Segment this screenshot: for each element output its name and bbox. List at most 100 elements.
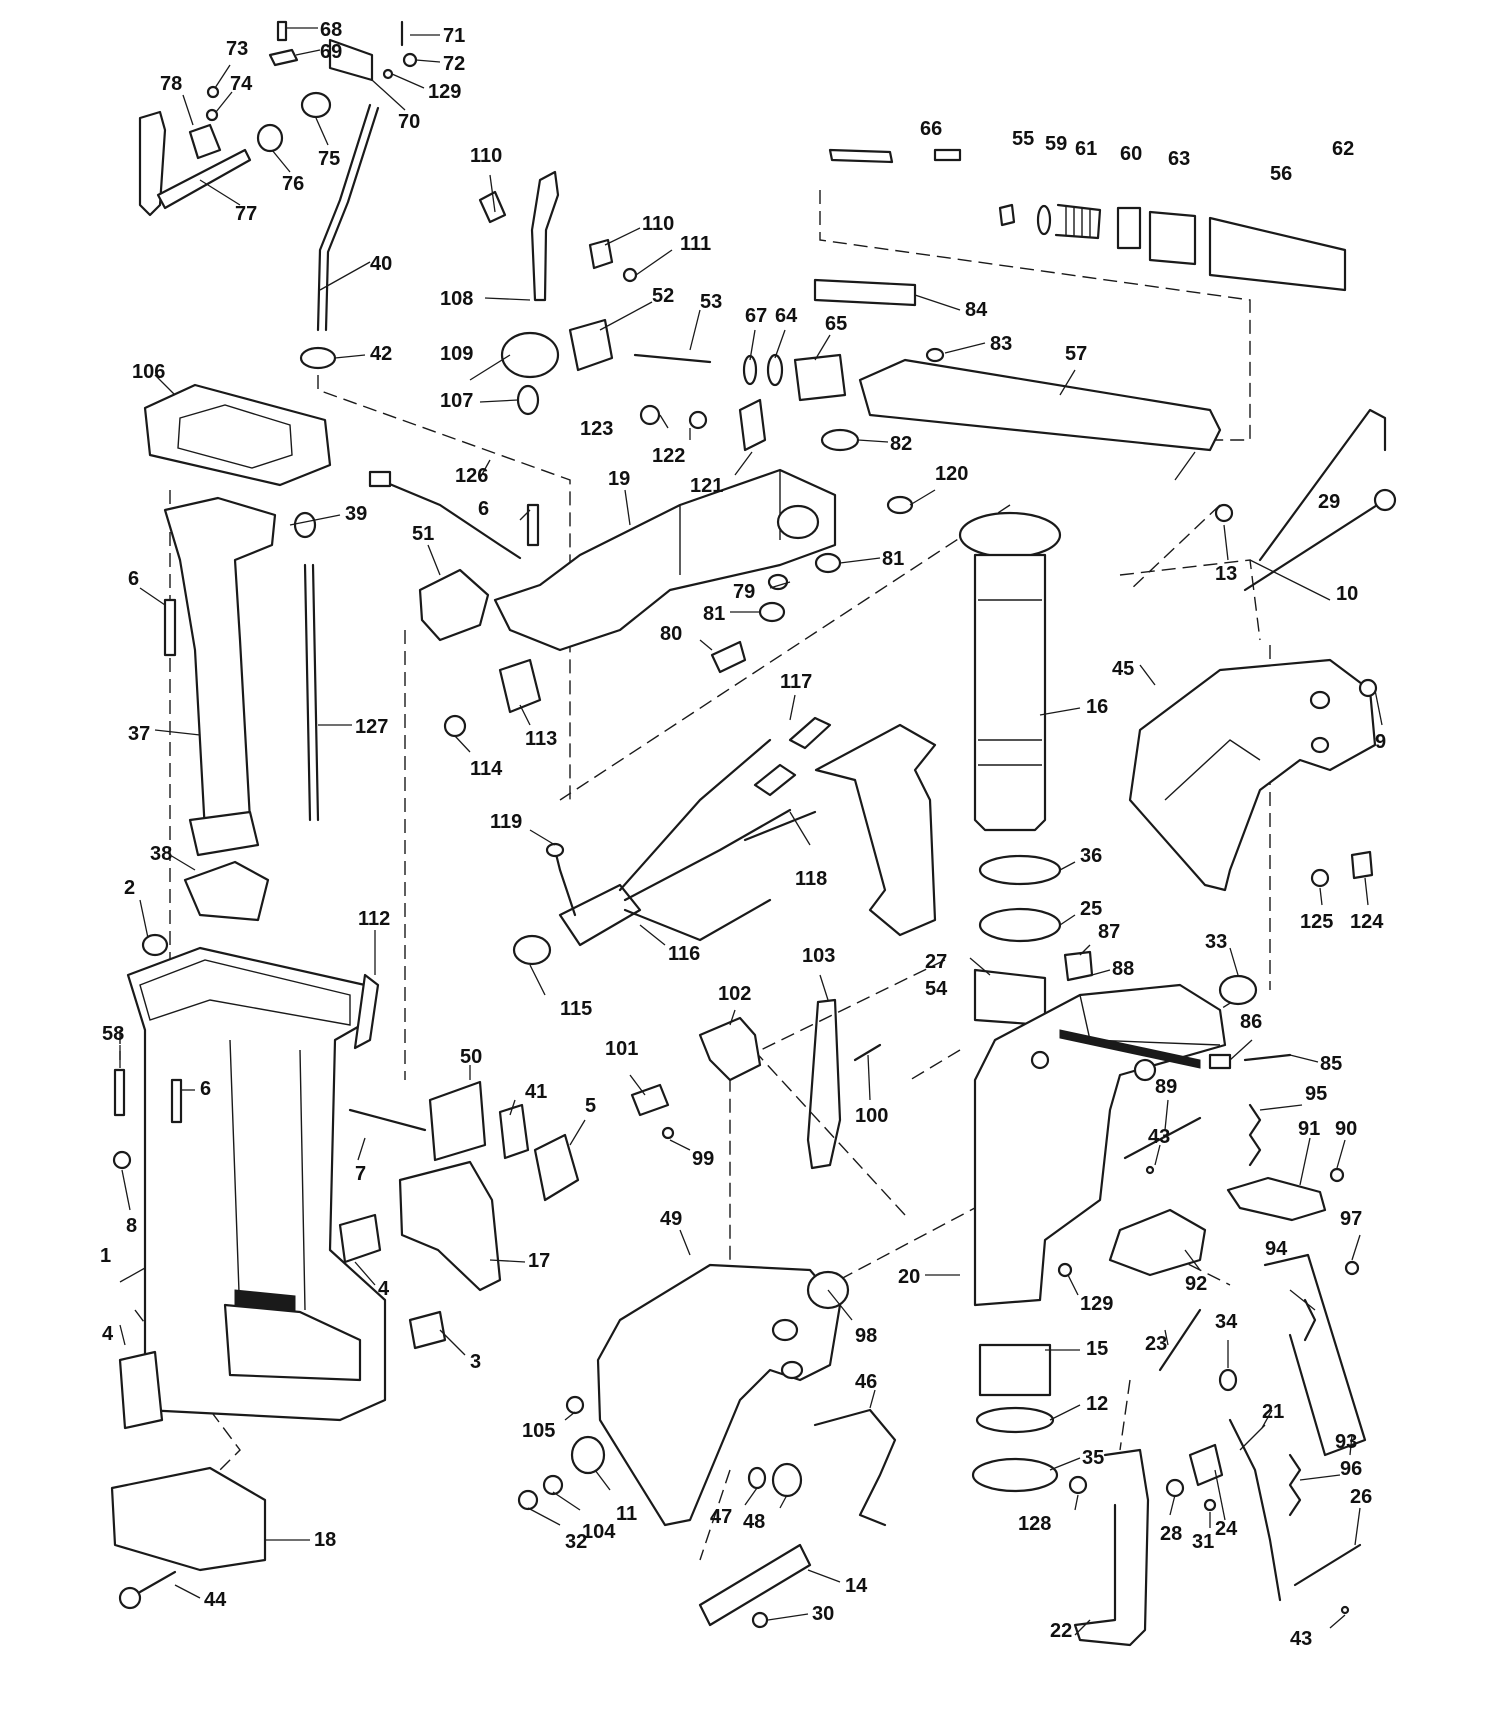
bracket-17	[398, 1160, 502, 1292]
seal-38	[183, 860, 270, 922]
steering-tube-16	[958, 511, 1062, 832]
callout-100: 100	[855, 1105, 888, 1127]
nut-74	[205, 108, 219, 122]
callout-3: 3	[470, 1351, 481, 1373]
washer-128	[1068, 1475, 1088, 1495]
callout-14: 14	[845, 1575, 868, 1597]
callout-43: 43	[1290, 1628, 1312, 1650]
callout-98: 98	[855, 1325, 877, 1347]
callout-86: 86	[1240, 1011, 1262, 1033]
callout-4: 4	[378, 1278, 390, 1300]
callout-5: 5	[585, 1095, 596, 1117]
callout-62: 62	[1332, 138, 1354, 160]
callout-27: 27	[925, 951, 947, 973]
callout-labels: 1 2 3 4 4 5 6 6 6 7 8 9 10 11 12 13 14 1…	[100, 19, 1386, 1650]
clip-13	[1214, 503, 1234, 523]
callout-6: 6	[200, 1078, 211, 1100]
callout-26: 26	[1350, 1486, 1372, 1508]
washer-47	[747, 1466, 767, 1490]
spring-61	[1054, 203, 1102, 240]
callout-126: 126	[455, 465, 488, 487]
clip-101	[630, 1083, 670, 1117]
callout-125: 125	[1300, 911, 1333, 933]
shift-rod-40	[316, 103, 372, 332]
callout-63: 63	[1168, 148, 1190, 170]
callout-46: 46	[855, 1371, 877, 1393]
callout-37: 37	[128, 723, 150, 745]
callout-19: 19	[608, 468, 630, 490]
screw-6-housing	[170, 1078, 183, 1124]
lever-91	[1226, 1176, 1327, 1222]
callout-95: 95	[1305, 1083, 1327, 1105]
bracket-102	[698, 1016, 762, 1082]
callout-78: 78	[160, 73, 182, 95]
callout-106: 106	[132, 361, 165, 383]
callout-112: 112	[358, 908, 390, 930]
callout-75: 75	[318, 148, 340, 170]
exhaust-gasket-106	[143, 383, 332, 487]
callout-53: 53	[700, 291, 722, 313]
callout-111: 111	[680, 233, 711, 255]
callout-122: 122	[652, 445, 685, 467]
gear-52	[568, 318, 614, 372]
callout-108: 108	[440, 288, 473, 310]
callout-68: 68	[320, 19, 342, 41]
ring-67	[742, 354, 758, 386]
screw-129b	[1057, 1262, 1073, 1278]
callout-119: 119	[490, 811, 522, 833]
callout-79: 79	[733, 581, 755, 603]
bracket-117	[814, 723, 937, 937]
callout-81: 81	[703, 603, 725, 625]
bracket-24	[1188, 1443, 1224, 1487]
clamp-bracket-49	[596, 1263, 842, 1527]
callout-110: 110	[470, 145, 502, 167]
grip-66b	[933, 148, 962, 162]
screw-68	[276, 20, 288, 42]
spring-95	[1248, 1103, 1262, 1167]
callout-7: 7	[355, 1163, 366, 1185]
washer-90	[1329, 1167, 1345, 1183]
callout-8: 8	[126, 1215, 137, 1237]
screw-30	[751, 1611, 769, 1629]
screw-111	[622, 267, 638, 283]
sleeve-107	[516, 384, 540, 416]
lockwasher-122	[688, 410, 708, 430]
callout-77: 77	[235, 203, 257, 225]
callout-6: 6	[478, 498, 489, 520]
terminal-119	[545, 842, 565, 858]
callout-51: 51	[412, 523, 434, 545]
callout-10: 10	[1336, 583, 1358, 605]
ring-60	[1116, 206, 1142, 250]
bushing-25	[978, 907, 1062, 943]
screw-6-left	[163, 598, 177, 657]
screw-58	[113, 1068, 126, 1117]
plate-14	[698, 1543, 812, 1627]
callout-101: 101	[605, 1038, 638, 1060]
lever-108	[530, 170, 560, 302]
callout-84: 84	[965, 299, 988, 321]
callout-55: 55	[1012, 128, 1034, 150]
callout-21: 21	[1262, 1401, 1284, 1423]
shaft-53	[633, 353, 712, 364]
callout-22: 22	[1050, 1620, 1072, 1642]
callout-103: 103	[802, 945, 835, 967]
rod-21	[1228, 1418, 1282, 1602]
bracket-92	[1108, 1208, 1207, 1277]
screw-120	[886, 495, 914, 515]
callout-11: 11	[616, 1503, 637, 1525]
callout-54: 54	[925, 978, 948, 1000]
pin-89	[1123, 1116, 1202, 1160]
nut-9	[1358, 678, 1378, 698]
screw-125	[1310, 868, 1330, 888]
bolt-7	[348, 1108, 427, 1132]
callout-65: 65	[825, 313, 847, 335]
callout-35: 35	[1082, 1447, 1104, 1469]
callout-44: 44	[204, 1589, 227, 1611]
throttle-bracket-group	[478, 170, 638, 416]
spring-96	[1288, 1453, 1302, 1517]
washer-82	[820, 428, 860, 452]
pin-43b	[1340, 1605, 1350, 1615]
bracket-121	[738, 398, 767, 452]
callout-93: 93	[1335, 1431, 1357, 1453]
